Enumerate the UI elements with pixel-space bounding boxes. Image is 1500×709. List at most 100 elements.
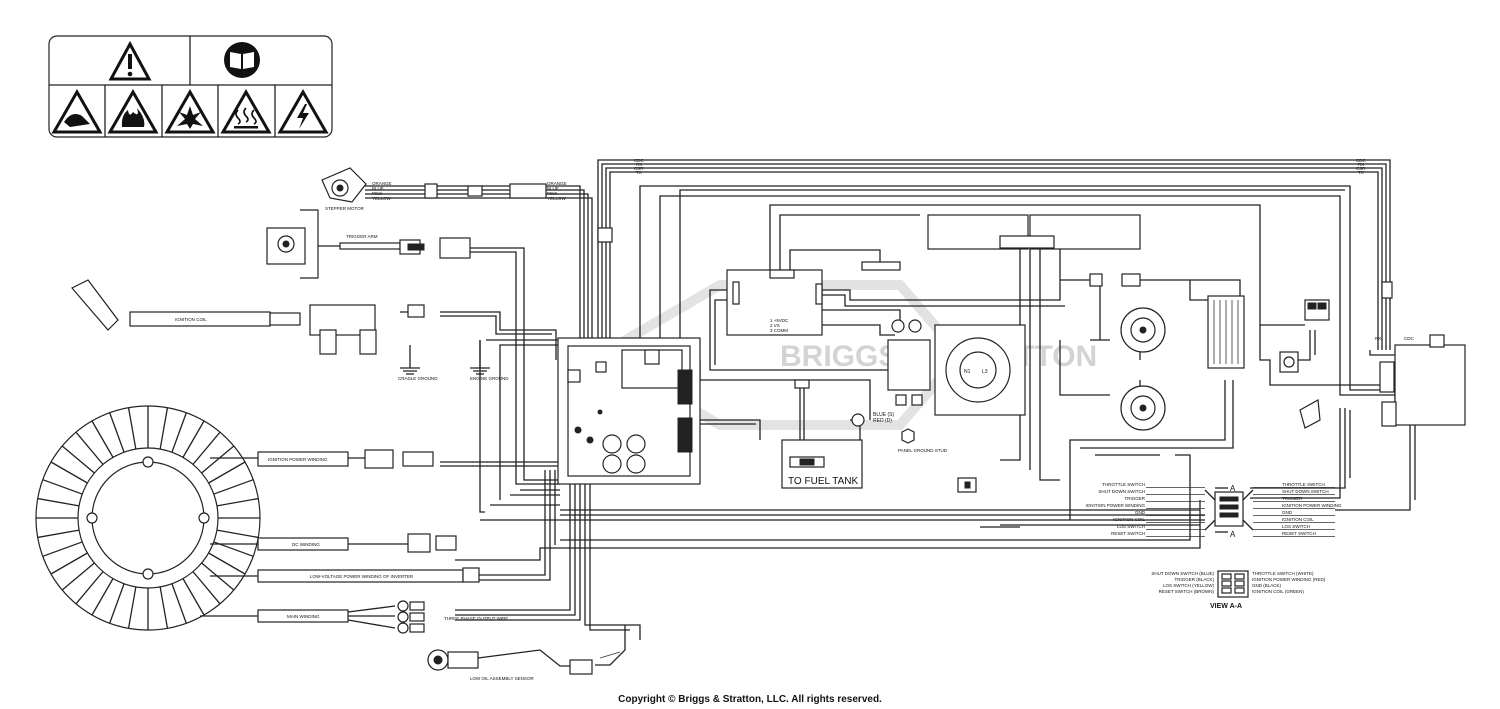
- stepper-wire-yellow-label: YELLOW: [372, 196, 392, 201]
- stator-tooth: [61, 445, 95, 474]
- harness-bus-labels-right: CDC RX CSR TX: [1356, 158, 1366, 175]
- engine-ground: ENGINE GROUND: [470, 367, 509, 381]
- right-list-item: SHUT DOWN SWITCH: [1282, 489, 1329, 494]
- cradle-ground: CRADLE GROUND: [398, 367, 438, 381]
- ignition-power-winding-label: IGNITION POWER WINDING: [268, 457, 328, 462]
- pin-comm: 3 COMM: [770, 328, 788, 333]
- trigger-arm-label: TRIGGER ARM: [346, 234, 378, 239]
- view-right-item: IGNITION POWER WINDING (RED): [1252, 577, 1326, 582]
- stator-tooth: [50, 552, 88, 575]
- left-list-item: THROTTLE SWITCH: [1102, 482, 1145, 487]
- section-a-top: A: [1230, 484, 1236, 493]
- stator-tooth: [91, 578, 114, 616]
- stepper-wire-blue-label-2: BLUE: [547, 186, 559, 191]
- stator-tooth: [208, 461, 246, 484]
- hazard-explosion-icon: [164, 88, 216, 134]
- ignition-coil: IGNITION COIL: [71, 279, 425, 355]
- stator: [35, 405, 261, 631]
- right-list-item: TRIGGER: [1282, 496, 1303, 501]
- inverter-module: [557, 337, 701, 485]
- stepper-wire-pink-label: PINK: [372, 191, 383, 196]
- stator-tooth: [75, 431, 104, 465]
- warning-triangle-icon: [108, 40, 152, 81]
- left-list-item: LOS SWITCH: [1117, 524, 1145, 529]
- stator-tooth: [171, 412, 187, 453]
- hazard-fire-icon: [107, 88, 159, 134]
- breaker-module: [887, 319, 931, 406]
- receptacle-upper: [1120, 307, 1166, 353]
- stator-tooth: [127, 407, 137, 450]
- bus-csr-left: CSR: [634, 166, 644, 171]
- ignition-coil-label: IGNITION COIL: [175, 317, 207, 322]
- main-winding-label: MAIN WINDING: [287, 614, 320, 619]
- right-list-item: IGNITION POWER WINDING: [1282, 503, 1342, 508]
- low-oil-sensor-label: LOW OIL ASSEMBLY SENSOR: [470, 676, 534, 681]
- hazard-entanglement-icon: [51, 88, 103, 134]
- stator-tooth: [37, 529, 80, 539]
- low-voltage-winding-label: LOW-VOLTAGE POWER WINDING OF INVERTER: [310, 574, 414, 579]
- stator-tooth: [42, 479, 83, 495]
- cradle-ground-label: CRADLE GROUND: [398, 376, 438, 381]
- three-phase-label: THREE PHASE OUTPUT WIRE: [444, 616, 508, 621]
- stepper-wire-orange-label-2: ORANGE: [547, 181, 567, 186]
- ctl-cdc-label: CDC: [1404, 336, 1414, 341]
- pin-5vdc: 1 +5VDC: [770, 318, 789, 323]
- stator-tooth: [171, 583, 187, 624]
- stator-tooth: [159, 586, 169, 629]
- dc-connector-block: [1279, 299, 1330, 429]
- left-list-item: TRIGGER: [1124, 496, 1145, 501]
- stator-tooth: [127, 586, 137, 629]
- stator-tooth: [37, 497, 80, 507]
- stator-tooth: [91, 420, 114, 458]
- stepper-wire-yellow-label-2: YELLOW: [547, 196, 567, 201]
- bus-rx-left: RX: [636, 162, 642, 167]
- red-d-label: RED (D): [873, 418, 892, 424]
- stator-tooth: [109, 412, 125, 453]
- stator-tooth: [192, 431, 221, 465]
- receptacle-lower: [1120, 385, 1166, 431]
- view-left-item: TRIGGER (BLACK): [1174, 577, 1214, 582]
- read-manual-icon: [224, 42, 260, 78]
- stator-tooth: [42, 541, 83, 557]
- stator-tooth: [208, 552, 246, 575]
- fuel-shutoff: TO FUEL TANK: [781, 379, 865, 489]
- control-board: 1 +5VDC 2 VS 3 COMM: [726, 269, 823, 336]
- dc-winding-label: DC WINDING: [292, 542, 320, 547]
- stator-tooth: [182, 420, 205, 458]
- safety-warning-panel: [48, 35, 333, 138]
- stator-windings: IGNITION POWER WINDING DC WINDING LOW-VO…: [200, 449, 508, 634]
- bus-csr-right: CSR: [1356, 166, 1366, 171]
- left-list-item: RESET SWITCH: [1111, 531, 1145, 536]
- pin-vs: 2 VS: [770, 323, 780, 328]
- stepper-motor-label: STEPPER MOTOR: [325, 206, 365, 211]
- top-relay-boxes: [861, 214, 1141, 287]
- right-list-item: LOS SWITCH: [1282, 524, 1310, 529]
- stepper-motor: ORANGE BLUE PINK YELLOW ORANGE BLUE PINK…: [321, 167, 567, 211]
- harness-connector: A A: [1204, 484, 1254, 539]
- to-fuel-tank-label: TO FUEL TANK: [788, 476, 859, 487]
- view-aa-left-list: SHUT DOWN SWITCH (BLUE)TRIGGER (BLACK)LO…: [1151, 571, 1214, 594]
- stator-tooth: [213, 479, 254, 495]
- stator-tooth: [50, 461, 88, 484]
- stator-tooth: [61, 562, 95, 591]
- view-right-item: THROTTLE SWITCH (WHITE): [1252, 571, 1314, 576]
- stator-tooth: [216, 497, 259, 507]
- blue-s-label: BLUE (S): [873, 412, 894, 418]
- stepper-wire-pink-label-2: PINK: [547, 191, 558, 196]
- wiring-harness: [305, 159, 1416, 666]
- left-list-item: IGNITION COIL: [1113, 517, 1145, 522]
- bus-tx-left: TX: [636, 170, 642, 175]
- stator-tooth: [75, 571, 104, 605]
- bus-rx-right: RX: [1358, 162, 1364, 167]
- low-oil-sensor: LOW OIL ASSEMBLY SENSOR: [427, 649, 593, 681]
- left-list-item: GND: [1135, 510, 1146, 515]
- stator-tooth: [216, 529, 259, 539]
- view-aa-right-list: THROTTLE SWITCH (WHITE)IGNITION POWER WI…: [1252, 571, 1326, 594]
- panel-ground-label: PANEL GROUND STUD: [898, 448, 948, 453]
- bus-cdc-left: CDC: [634, 158, 644, 163]
- engine-ground-label: ENGINE GROUND: [470, 376, 509, 381]
- panel-ground-stud: PANEL GROUND STUD: [898, 428, 977, 493]
